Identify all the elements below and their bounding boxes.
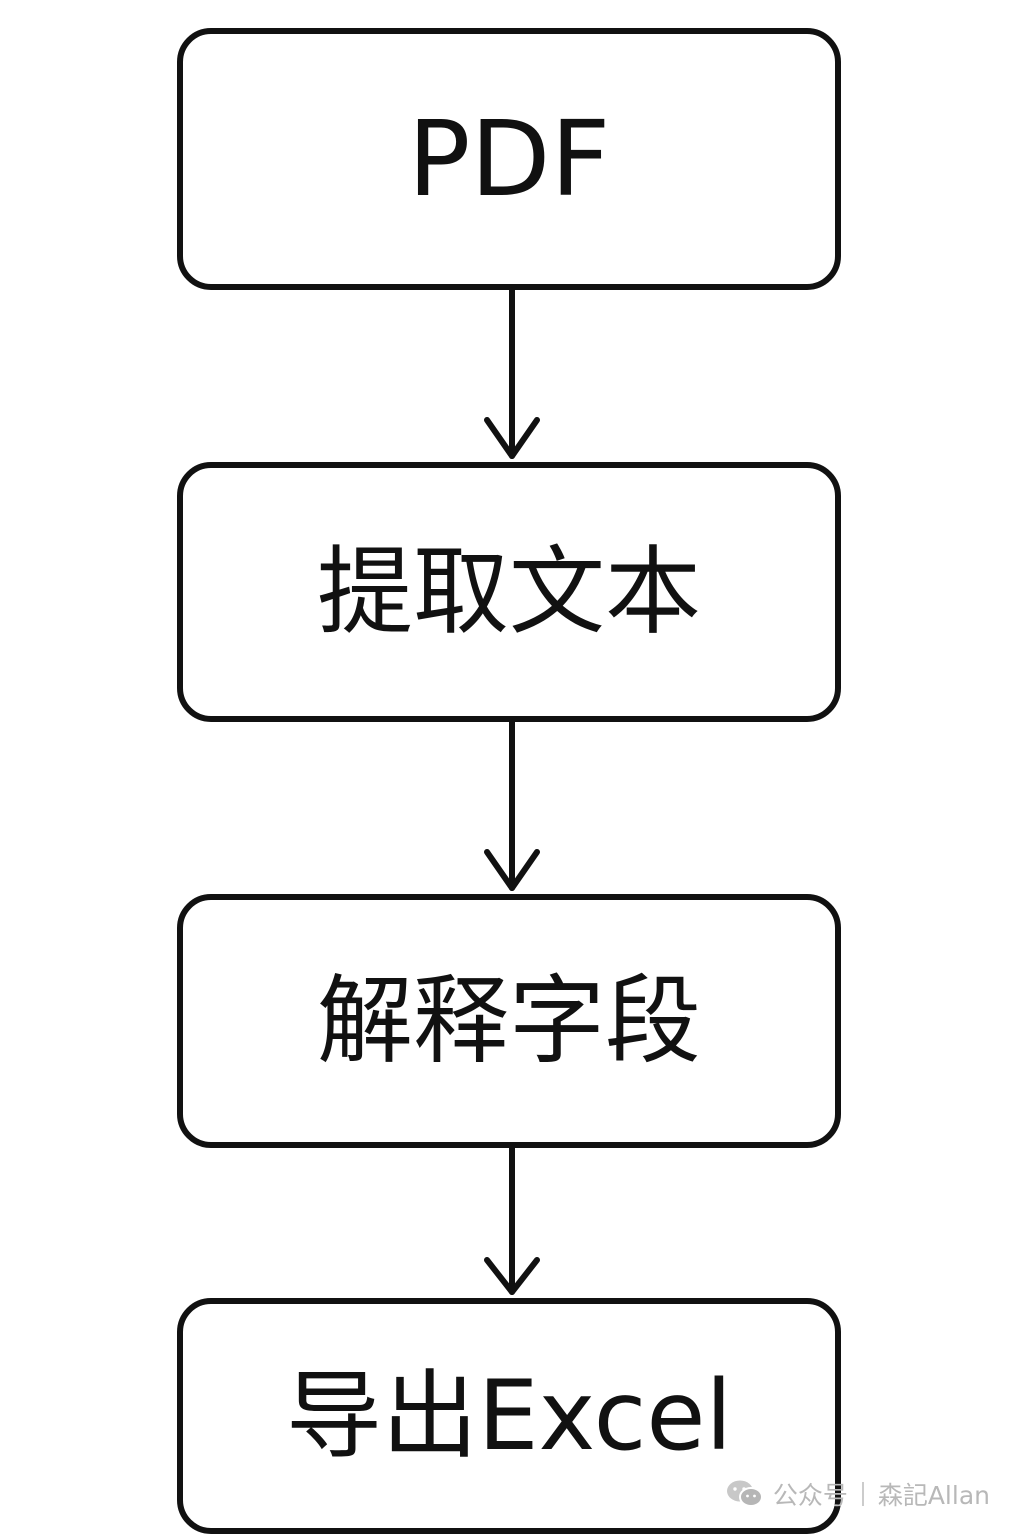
watermark: 公众号 森記Allan bbox=[725, 1476, 990, 1512]
flow-node-label: 提取文本 bbox=[317, 536, 701, 648]
arrow-connector-2 bbox=[484, 719, 540, 891]
watermark-divider bbox=[861, 1482, 864, 1506]
flow-node-pdf: PDF bbox=[177, 28, 841, 290]
wechat-icon bbox=[725, 1478, 765, 1510]
arrow-connector-1 bbox=[484, 287, 540, 459]
watermark-author: 森記Allan bbox=[877, 1481, 990, 1510]
flow-node-extract-text: 提取文本 bbox=[177, 462, 841, 722]
flow-node-parse-fields: 解释字段 bbox=[177, 894, 841, 1148]
flow-node-label: PDF bbox=[407, 98, 611, 220]
watermark-source: 公众号 bbox=[772, 1481, 848, 1510]
arrow-connector-3 bbox=[484, 1145, 540, 1295]
flow-node-export-excel: 导出Excel bbox=[177, 1298, 841, 1534]
flow-node-label: 解释字段 bbox=[317, 965, 701, 1077]
flow-node-label: 导出Excel bbox=[285, 1360, 733, 1472]
